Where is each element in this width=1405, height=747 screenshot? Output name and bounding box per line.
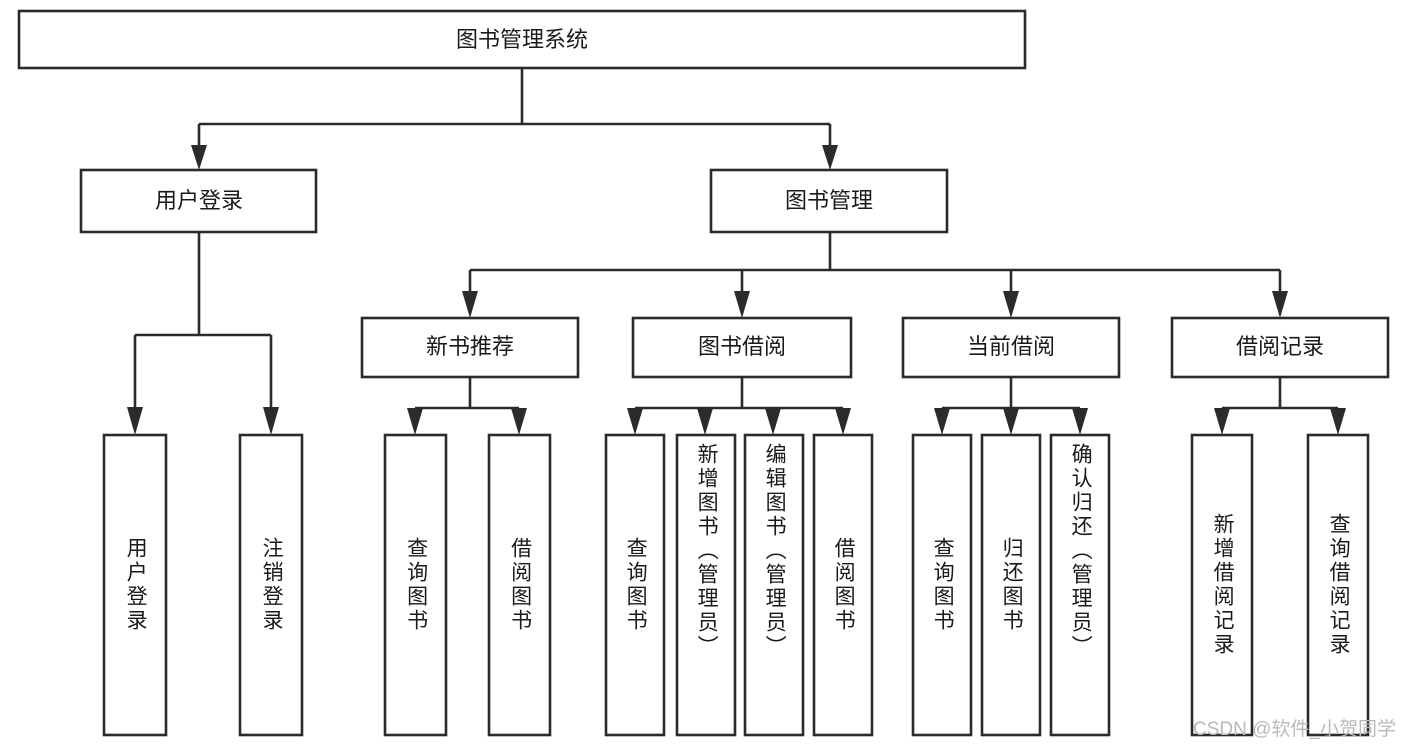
connector-group-book-borrow-to-leaves xyxy=(627,377,851,435)
leaf-query-book-1-box[interactable] xyxy=(383,433,448,737)
leaf-add-book-box[interactable] xyxy=(675,433,737,737)
leaf-logout-login-box[interactable] xyxy=(238,433,304,737)
arrow-user-login xyxy=(191,145,207,170)
leaf-borrow-book-1-box[interactable] xyxy=(487,433,552,737)
leaf-edit-book-box[interactable] xyxy=(743,433,805,737)
connector-group-new-book-to-leaves xyxy=(407,377,527,435)
arrow-leaf-query-book-3 xyxy=(934,408,950,435)
arrow-borrow-record xyxy=(1272,291,1288,318)
arrow-leaf-add-book xyxy=(697,408,713,435)
leaf-confirm-return-box[interactable] xyxy=(1049,433,1111,737)
leaf-query-record-box[interactable] xyxy=(1306,433,1370,737)
watermark-text: CSDN @软件_小贺同学 xyxy=(1193,719,1396,740)
node-book-borrow[interactable]: 图书借阅 xyxy=(631,316,853,379)
node-book-borrow-box[interactable] xyxy=(631,316,853,379)
node-root-box[interactable] xyxy=(17,9,1027,70)
node-book-management-label: 图书管理 xyxy=(785,188,873,213)
node-new-book-recommend[interactable]: 新书推荐 xyxy=(360,316,580,379)
connector-group-user-login-to-leaves xyxy=(127,232,279,435)
arrow-leaf-confirm-return xyxy=(1072,408,1088,435)
leaf-borrow-book-2-box[interactable] xyxy=(812,433,874,737)
node-current-borrow[interactable]: 当前借阅 xyxy=(901,316,1121,379)
arrow-leaf-edit-book xyxy=(765,408,781,435)
arrow-leaf-logout xyxy=(263,407,279,435)
node-user-login-box[interactable] xyxy=(79,168,318,234)
node-borrow-record-label: 借阅记录 xyxy=(1236,334,1324,359)
leaf-query-book-3-box[interactable] xyxy=(911,433,973,737)
arrow-leaf-user-login xyxy=(127,407,143,435)
node-new-book-recommend-box[interactable] xyxy=(360,316,580,379)
leaf-user-login-box[interactable] xyxy=(102,433,168,737)
connector-group-current-borrow-to-leaves xyxy=(934,377,1088,435)
node-root-label: 图书管理系统 xyxy=(456,27,588,52)
arrow-new-book-recommend xyxy=(462,291,478,318)
arrow-book-management xyxy=(822,145,838,170)
arrow-leaf-return-book xyxy=(1003,408,1019,435)
connector-group-borrow-record-to-leaves xyxy=(1214,377,1346,435)
leaf-boxes-group xyxy=(102,433,1370,737)
node-borrow-record[interactable]: 借阅记录 xyxy=(1170,316,1390,379)
arrow-leaf-query-record xyxy=(1330,408,1346,435)
node-book-management-box[interactable] xyxy=(709,168,949,234)
node-book-management[interactable]: 图书管理 xyxy=(709,168,949,234)
node-book-borrow-label: 图书借阅 xyxy=(698,334,786,359)
leaf-add-record-box[interactable] xyxy=(1190,433,1254,737)
arrow-leaf-borrow-book-2 xyxy=(835,408,851,435)
node-current-borrow-label: 当前借阅 xyxy=(967,334,1055,359)
arrow-book-borrow xyxy=(734,291,750,318)
node-user-login-label: 用户登录 xyxy=(155,188,243,213)
node-new-book-recommend-label: 新书推荐 xyxy=(426,334,514,359)
leaf-return-book-box[interactable] xyxy=(980,433,1042,737)
node-current-borrow-box[interactable] xyxy=(901,316,1121,379)
arrow-leaf-borrow-book-1 xyxy=(511,408,527,435)
node-user-login[interactable]: 用户登录 xyxy=(79,168,318,234)
leaf-query-book-2-box[interactable] xyxy=(604,433,666,737)
node-root[interactable]: 图书管理系统 xyxy=(17,9,1027,70)
connector-group-root-to-level2 xyxy=(191,68,838,170)
arrow-leaf-query-book-1 xyxy=(407,408,423,435)
arrow-leaf-add-record xyxy=(1214,408,1230,435)
node-borrow-record-box[interactable] xyxy=(1170,316,1390,379)
arrow-leaf-query-book-2 xyxy=(627,408,643,435)
arrow-current-borrow xyxy=(1003,291,1019,318)
connector-group-book-management-to-level3 xyxy=(462,232,1288,318)
